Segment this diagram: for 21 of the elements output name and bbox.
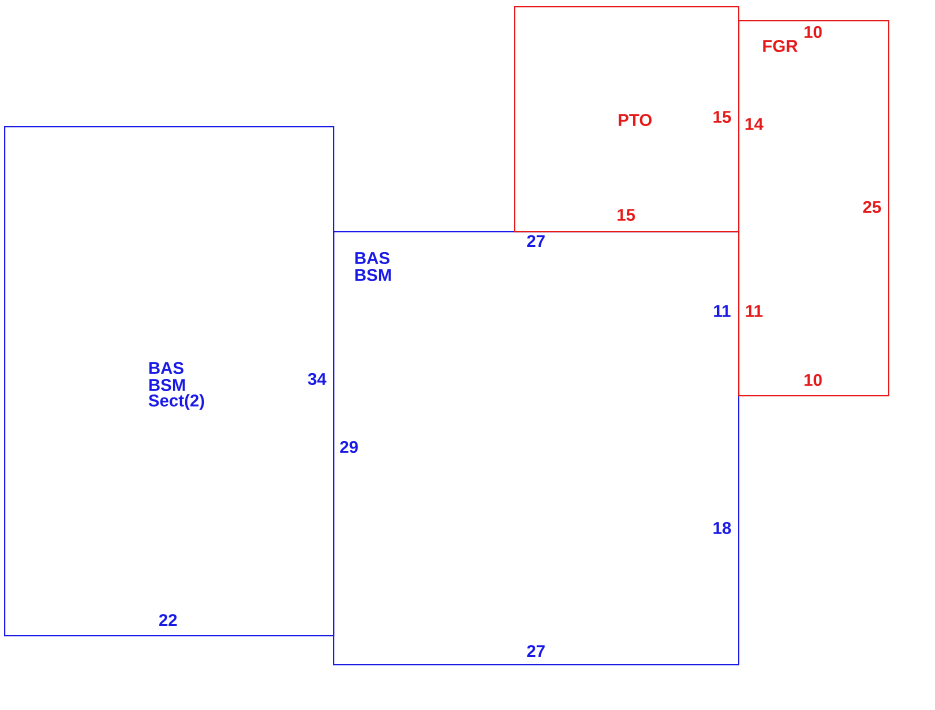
dimension-label: 11	[714, 305, 731, 317]
room-label: BSM	[355, 268, 391, 282]
room-label: BAS	[355, 252, 390, 264]
dimension-label: 15	[714, 111, 731, 123]
dimension-label: 29	[340, 440, 358, 454]
dimension-label: 10	[804, 374, 822, 386]
dimension-label: 11	[746, 305, 763, 317]
room-label: FGR	[763, 40, 798, 52]
room-label: BSM	[149, 378, 185, 392]
dimension-label: 22	[159, 614, 177, 626]
dimension-label: 14	[746, 118, 764, 130]
dimension-label: 18	[714, 522, 731, 534]
dimension-label: 25	[863, 200, 881, 214]
dimension-label: 10	[804, 26, 822, 38]
dimension-label: 15	[618, 209, 635, 221]
dimension-label: 27	[527, 235, 545, 247]
dimension-label: 34	[308, 372, 326, 386]
room-label: Sect(2)	[148, 394, 204, 410]
room-label: PTO	[618, 114, 652, 126]
dimension-label: 27	[527, 645, 545, 657]
room-label: BAS	[149, 362, 184, 374]
